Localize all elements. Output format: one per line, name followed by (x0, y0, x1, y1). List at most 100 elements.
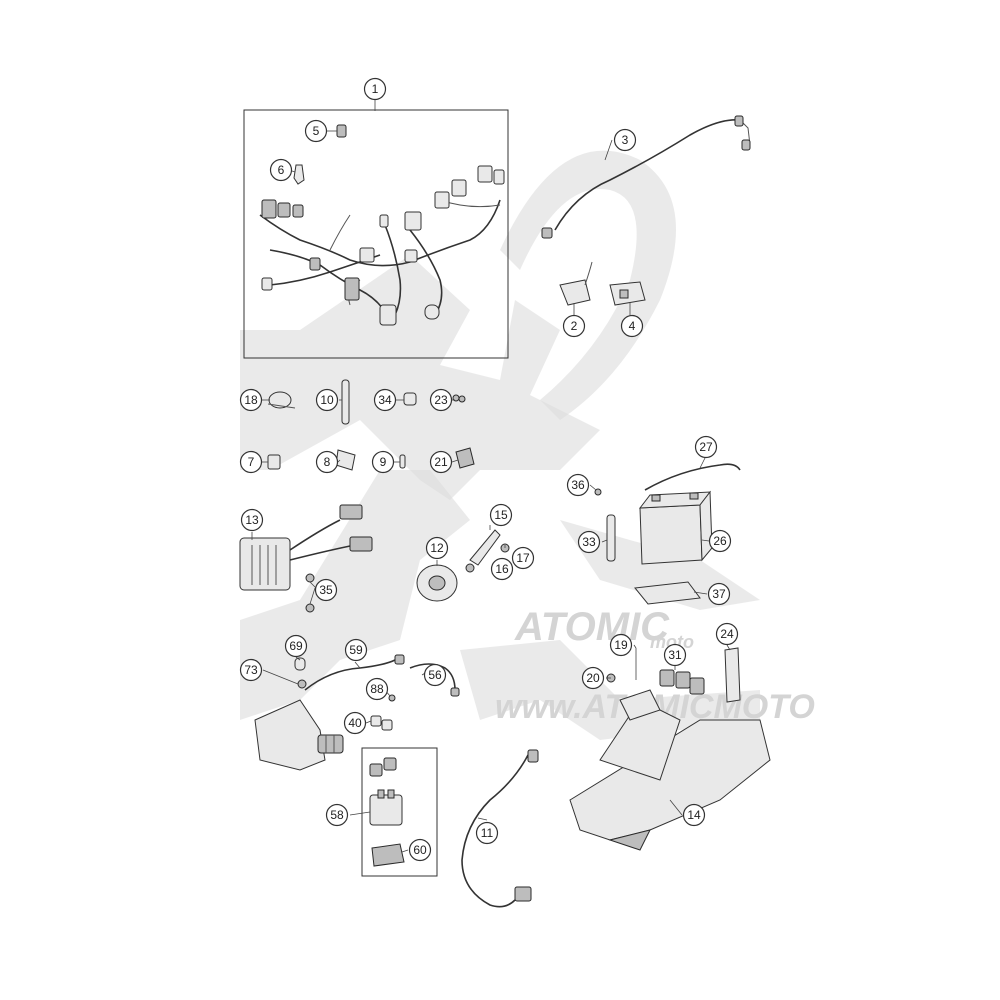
callout-number: 23 (434, 393, 448, 407)
callout-circle (490, 557, 514, 581)
watermark-logo: ATOMIC moto www.ATOMICMOTO (240, 150, 815, 740)
callout-number: 18 (244, 393, 258, 407)
callout-circle (620, 314, 644, 338)
callout-circle (562, 314, 586, 338)
watermark-brand: ATOMIC moto www.ATOMICMOTO (495, 605, 815, 726)
callout-number: 36 (571, 478, 585, 492)
callout-circle (489, 503, 513, 527)
callout-circle (663, 643, 687, 667)
callout-circle (240, 508, 264, 532)
callout-21: 21 (429, 450, 453, 474)
callout-number: 3 (622, 133, 629, 147)
callout-14: 14 (682, 803, 706, 827)
callout-number: 34 (378, 393, 392, 407)
callout-circle (239, 658, 263, 682)
callout-34: 34 (373, 388, 397, 412)
part-12-horn (416, 529, 510, 602)
callout-circle (609, 633, 633, 657)
part-7-relay (267, 454, 281, 470)
callout-12: 12 (425, 536, 449, 560)
part-69-cap (294, 657, 306, 671)
callout-number: 10 (320, 393, 334, 407)
part-33-strap (606, 514, 616, 562)
part-27-battery-cable (644, 463, 741, 491)
callout-number: 9 (380, 455, 387, 469)
callout-circle (423, 663, 447, 687)
callout-16: 16 (490, 557, 514, 581)
callout-circle (694, 435, 718, 459)
part-56-ground-cable (409, 663, 460, 697)
callout-13: 13 (240, 508, 264, 532)
part-18-cable-tie (267, 391, 296, 409)
callout-5: 5 (304, 119, 328, 143)
callout-10: 10 (315, 388, 339, 412)
callout-1: 1 (363, 77, 387, 101)
callout-number: 1 (372, 82, 379, 96)
callout-number: 17 (516, 551, 530, 565)
part-14-battery-box (569, 647, 771, 851)
callout-number: 40 (348, 716, 362, 730)
callout-circle (408, 838, 432, 862)
part-36-screw (594, 488, 602, 496)
callout-circle (304, 119, 328, 143)
part-5-plug (336, 124, 347, 138)
part-13-voltage-regulator (239, 504, 373, 613)
callout-circle (344, 638, 368, 662)
part-6-sensor (293, 164, 305, 185)
callout-59: 59 (344, 638, 368, 662)
leader-lines (251, 399, 731, 853)
callout-11: 11 (475, 821, 499, 845)
part-3-cable (541, 115, 751, 239)
callout-circle (269, 158, 293, 182)
callout-31: 31 (663, 643, 687, 667)
part-60-cover (371, 843, 405, 867)
callout-number: 16 (495, 562, 509, 576)
callout-number: 2 (571, 319, 578, 333)
callout-69: 69 (284, 634, 308, 658)
part-58-relay (369, 757, 403, 826)
part-88-screw (388, 694, 396, 702)
callout-18: 18 (239, 388, 263, 412)
part-10-bracket (341, 379, 350, 425)
callout-number: 7 (248, 455, 255, 469)
callout-36: 36 (566, 473, 590, 497)
callout-40: 40 (343, 711, 367, 735)
callout-number: 69 (289, 639, 303, 653)
part-9-fuse (399, 454, 406, 469)
callout-circle (577, 530, 601, 554)
callout-number: 60 (413, 843, 427, 857)
callout-circle (239, 388, 263, 412)
callout-circle (315, 450, 339, 474)
callout-number: 26 (713, 534, 727, 548)
callout-circle (315, 388, 339, 412)
callout-6: 6 (269, 158, 293, 182)
callout-circle (511, 546, 535, 570)
callout-circle (371, 450, 395, 474)
callout-circle (429, 388, 453, 412)
callout-number: 13 (245, 513, 259, 527)
callout-number: 31 (668, 648, 682, 662)
part-2-switch (559, 261, 593, 306)
callout-8: 8 (315, 450, 339, 474)
callout-number: 59 (349, 643, 363, 657)
callout-circle (343, 711, 367, 735)
callout-20: 20 (581, 666, 605, 690)
callout-circle (707, 582, 731, 606)
callout-number: 14 (687, 808, 701, 822)
callout-circle (475, 821, 499, 845)
callout-circle (363, 77, 387, 101)
callout-24: 24 (715, 622, 739, 646)
part-8-bracket (335, 449, 356, 471)
callout-number: 37 (712, 587, 726, 601)
callout-number: 73 (244, 663, 258, 677)
callout-4: 4 (620, 314, 644, 338)
callout-number: 4 (629, 319, 636, 333)
callout-88: 88 (365, 677, 389, 701)
callout-73: 73 (239, 658, 263, 682)
callout-37: 37 (707, 582, 731, 606)
callout-number: 27 (699, 440, 713, 454)
svg-text:ATOMIC: ATOMIC (514, 605, 670, 649)
part-73-nut (297, 679, 307, 689)
callout-circle (429, 450, 453, 474)
